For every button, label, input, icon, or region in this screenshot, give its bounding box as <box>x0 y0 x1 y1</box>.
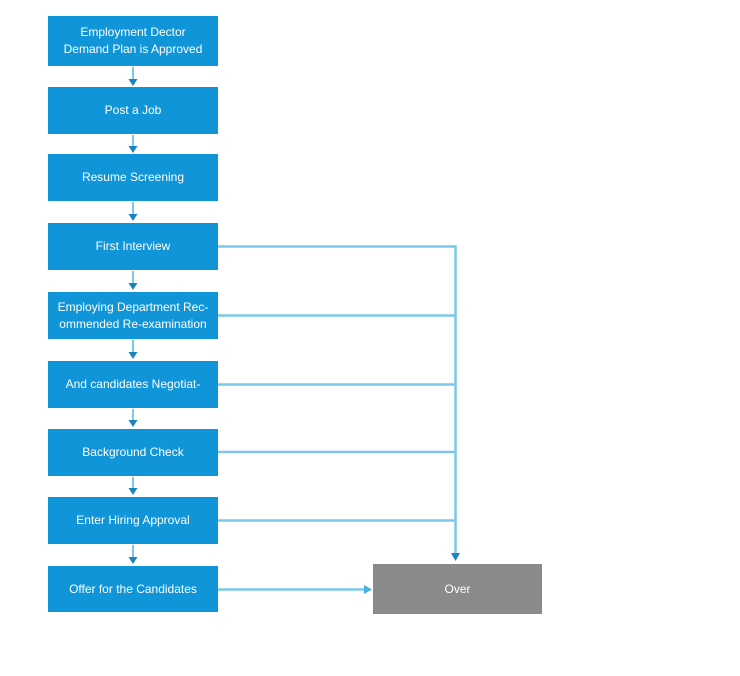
flowchart-end-over: Over <box>373 564 542 614</box>
down-arrow-4 <box>128 271 138 290</box>
end-label: Over <box>444 581 471 596</box>
flowchart-step-first-interview: First Interview <box>48 223 218 270</box>
down-arrow-2 <box>128 135 138 153</box>
step-label: Post a Job <box>104 103 162 117</box>
step-label: Background Check <box>82 445 184 459</box>
flowchart-step-background-check: Background Check <box>48 429 218 476</box>
down-arrowhead-icon <box>128 146 138 153</box>
step-label: Employing Department Rec- ommended Re-ex… <box>57 299 209 331</box>
step-label: And candidates Negotiat- <box>65 377 201 391</box>
down-arrow-5 <box>128 340 138 359</box>
down-arrowhead-icon <box>128 557 138 564</box>
step-label: Enter Hiring Approval <box>76 513 190 527</box>
down-arrowhead-icon <box>128 283 138 290</box>
down-arrow-3 <box>128 202 138 221</box>
flowchart-step-resume-screening: Resume Screening <box>48 154 218 201</box>
flowchart-step-candidates-negotiate: And candidates Negotiat- <box>48 361 218 408</box>
step-label: First Interview <box>95 239 171 253</box>
step-label: Resume Screening <box>81 170 185 184</box>
down-arrowhead-icon <box>128 420 138 427</box>
step-label: Offer for the Candidates <box>69 581 197 596</box>
down-arrowhead-icon <box>128 214 138 221</box>
flowchart-step-reexamination: Employing Department Rec- ommended Re-ex… <box>48 292 218 339</box>
right-arrowhead-icon <box>364 585 372 594</box>
down-arrowhead-icon <box>451 553 460 561</box>
down-arrowhead-icon <box>128 488 138 495</box>
down-arrow-1 <box>128 67 138 86</box>
step-label: Employment Dector Demand Plan is Approve… <box>63 25 203 56</box>
flowchart-step-demand-plan-approved: Employment Dector Demand Plan is Approve… <box>48 16 218 66</box>
connector-offer-to-over <box>218 585 372 594</box>
down-arrow-8 <box>128 545 138 564</box>
down-arrowhead-icon <box>128 79 138 86</box>
flowchart-step-offer-candidates: Offer for the Candidates <box>48 566 218 612</box>
connector-bus-to-over <box>451 245 460 561</box>
down-arrow-6 <box>128 409 138 427</box>
flowchart-step-hiring-approval: Enter Hiring Approval <box>48 497 218 544</box>
down-arrowhead-icon <box>128 352 138 359</box>
flowchart-step-post-a-job: Post a Job <box>48 87 218 134</box>
down-arrow-7 <box>128 477 138 495</box>
